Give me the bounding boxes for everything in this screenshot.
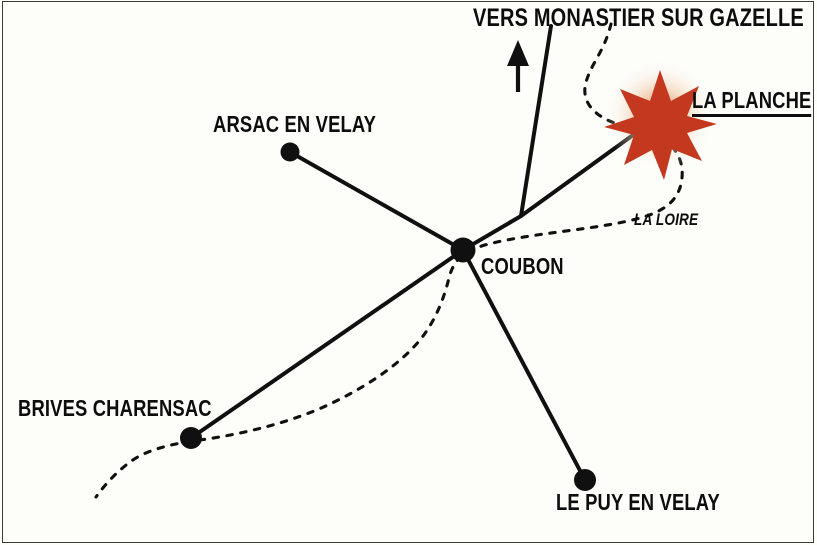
dot-brives-charensac <box>180 427 202 449</box>
road-coubon-lepuy <box>461 248 587 482</box>
river-label-la-loire: LA LOIRE <box>634 210 699 229</box>
road-coubon-brives <box>189 248 465 440</box>
place-label-le-puy-en-velay: LE PUY EN VELAY <box>556 489 720 515</box>
destination-label-la-planche: LA PLANCHE <box>692 89 812 117</box>
north-arrow-icon <box>507 40 529 92</box>
place-label-brives-charensac: BRIVES CHARENSAC <box>18 395 212 421</box>
dot-arsac-en-velay <box>280 142 300 162</box>
road-network <box>189 24 660 482</box>
dot-coubon <box>450 237 476 263</box>
road-coubon-arsac <box>288 150 465 252</box>
place-markers <box>180 142 596 491</box>
dot-le-puy-en-velay <box>574 469 596 491</box>
place-label-arsac-en-velay: ARSAC EN VELAY <box>213 111 377 137</box>
la-planche-star-marker <box>604 59 717 180</box>
destination-label-text: LA PLANCHE <box>692 89 812 117</box>
place-label-coubon: COUBON <box>481 253 564 279</box>
page-title: VERS MONASTIER SUR GAZELLE <box>473 4 804 32</box>
star-burst-icon <box>604 70 717 180</box>
river-la-loire <box>94 22 684 499</box>
road-coubon-monastier <box>461 24 553 252</box>
